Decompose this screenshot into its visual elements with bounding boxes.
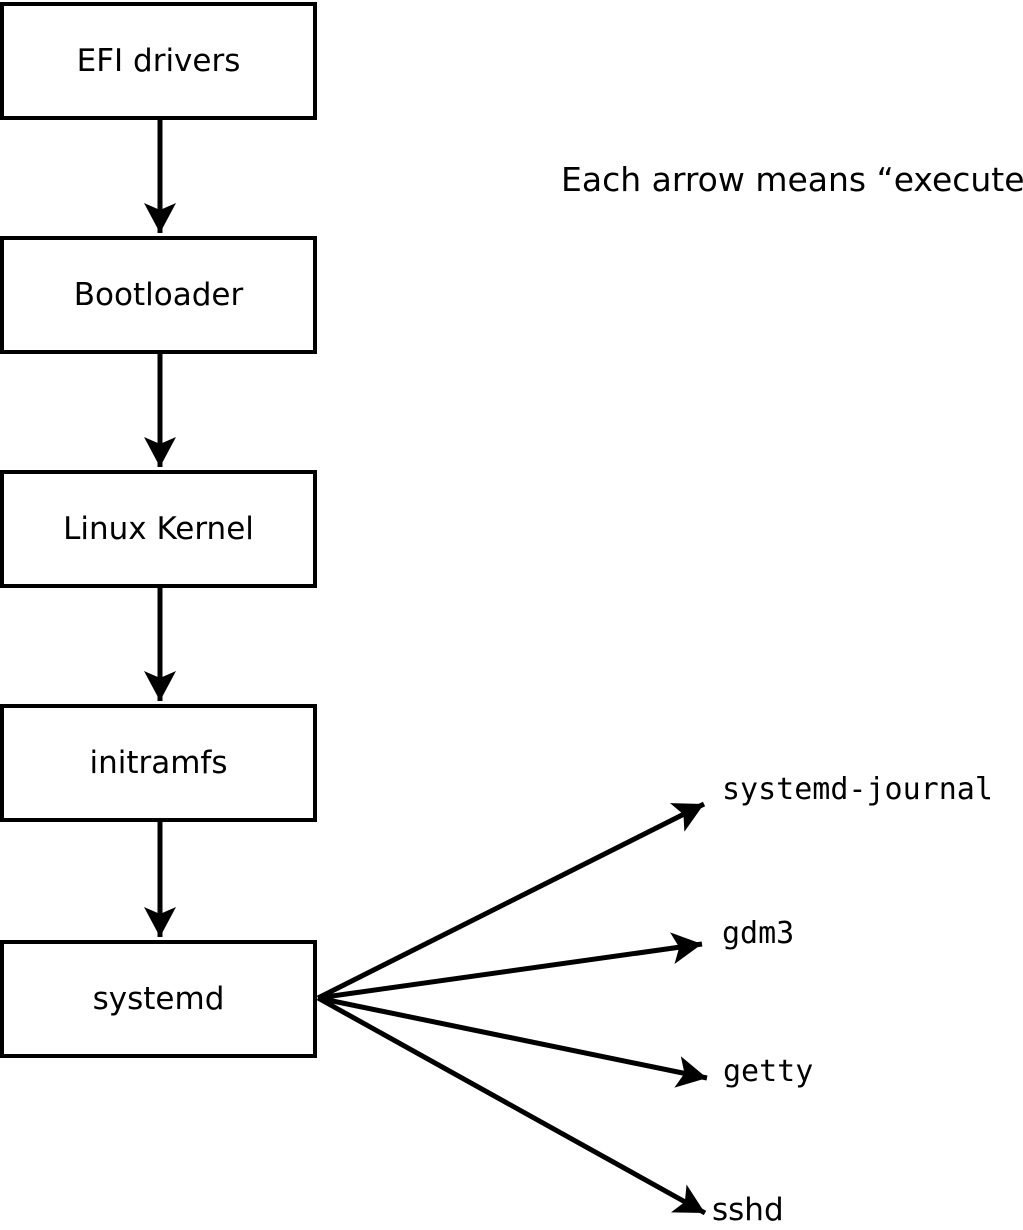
arrow-systemd-to-journal [316, 801, 706, 1001]
node-systemd: systemd [0, 940, 317, 1058]
arrow-systemd-to-getty [317, 995, 708, 1088]
arrow-systemd-to-gdm3 [317, 932, 703, 1001]
label-systemd-journal: systemd-journal [722, 772, 993, 807]
arrow-systemd-to-sshd [316, 995, 707, 1216]
label-gdm3: gdm3 [722, 916, 795, 951]
label-getty: getty [723, 1054, 814, 1089]
node-linux-kernel: Linux Kernel [0, 470, 317, 588]
node-efi-drivers: EFI drivers [0, 2, 317, 120]
node-bootloader: Bootloader [0, 236, 317, 354]
label-sshd: sshd [712, 1192, 784, 1228]
node-initramfs: initramfs [0, 704, 317, 822]
annotation-text: Each arrow means “executes”. [561, 160, 1023, 199]
